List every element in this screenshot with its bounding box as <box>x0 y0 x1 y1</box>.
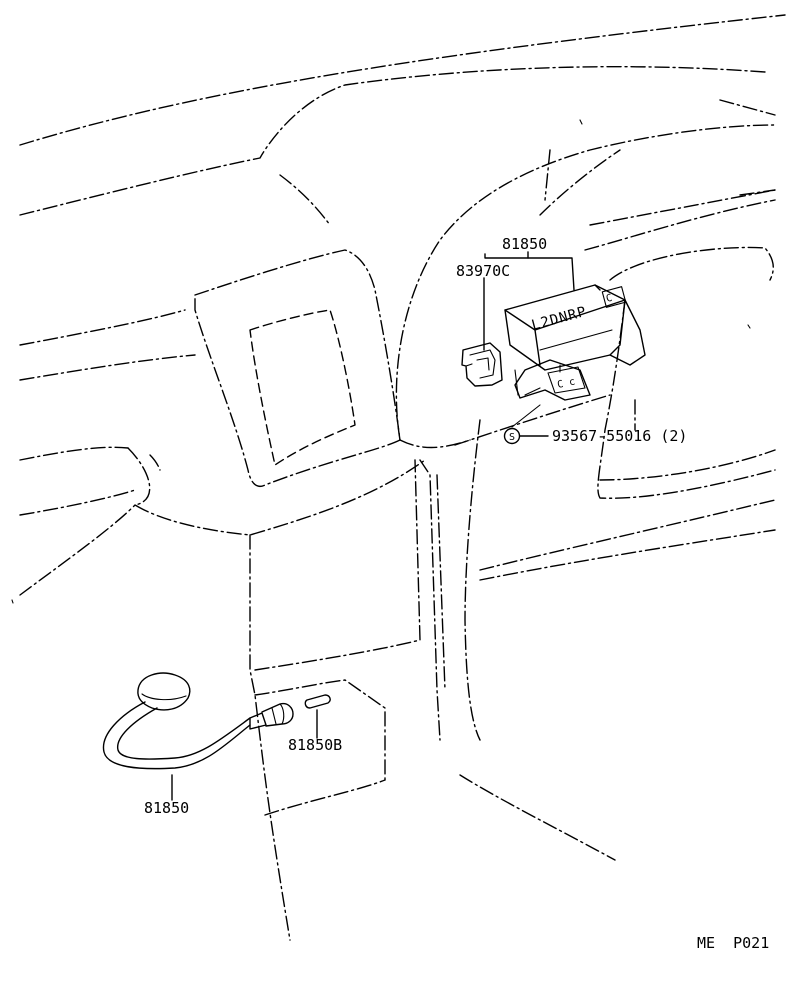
leader-lines <box>171 251 575 801</box>
label-sensor-cable-81850: 81850 <box>144 799 189 817</box>
dashboard-outline <box>11 14 786 941</box>
bracket-letters: C c <box>556 376 576 391</box>
label-connector-83970c: 83970C <box>456 262 510 280</box>
sensor-cable-81850-shape <box>102 672 331 770</box>
screw-symbol <box>503 427 521 445</box>
module-81850-shape <box>504 284 646 401</box>
module-face-text: L2DNRP <box>530 304 589 334</box>
label-screw-93567: 93567-55016 (2) <box>552 427 687 445</box>
module-side-letter: C <box>605 293 614 305</box>
connector-83970c-shape <box>461 342 503 387</box>
label-sensor-cap-81850b: 81850B <box>288 736 342 754</box>
label-module-81850: 81850 <box>502 235 547 253</box>
screw-symbol-letter: S <box>509 432 515 443</box>
page-code: ME P021 <box>697 934 769 952</box>
